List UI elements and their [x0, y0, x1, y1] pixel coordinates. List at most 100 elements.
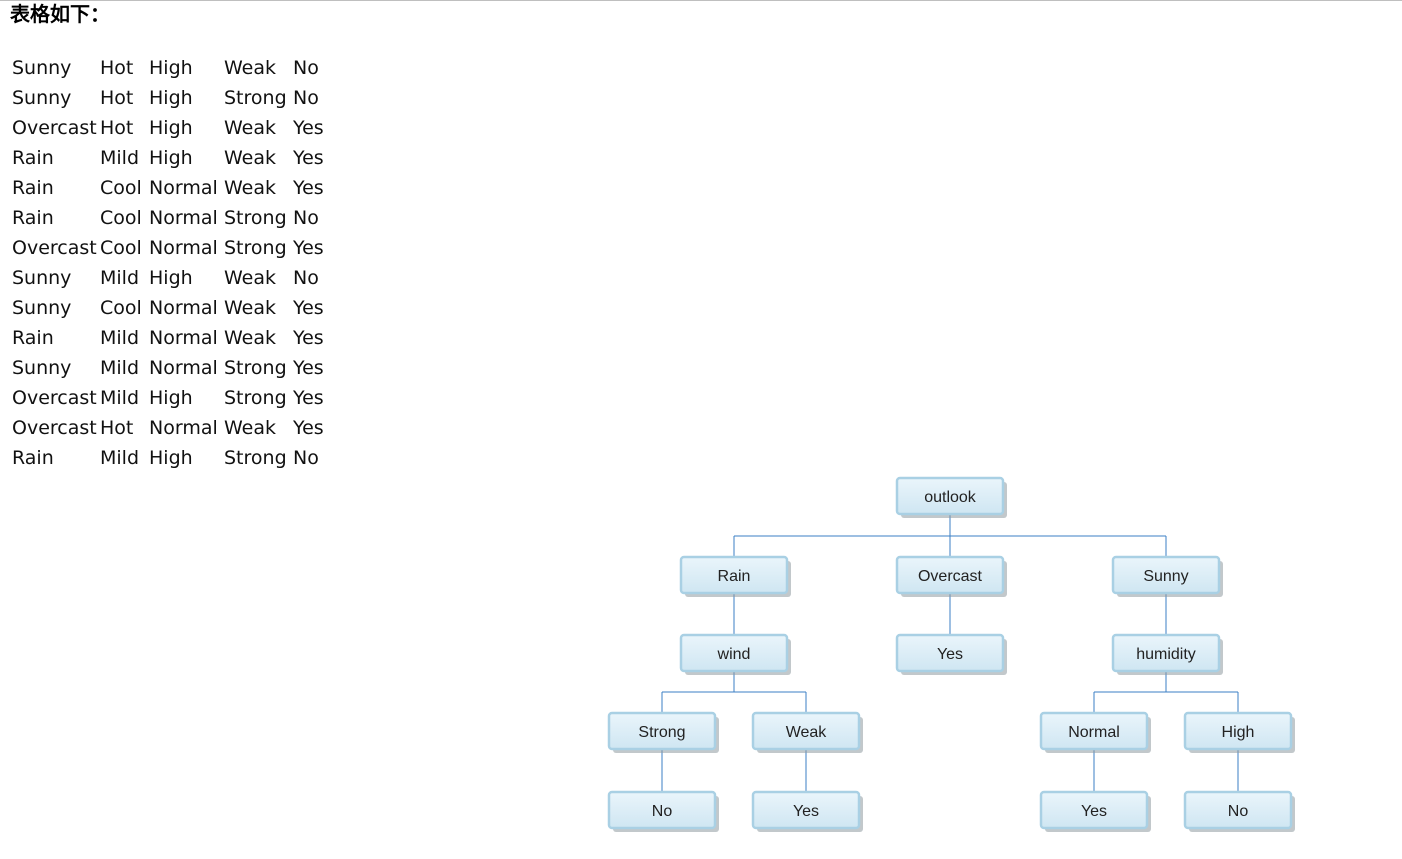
tree-node-box [1039, 790, 1149, 830]
table-cell: Weak [224, 147, 277, 169]
table-cell: No [293, 87, 319, 109]
table-cell: High [149, 387, 193, 409]
table-cell: No [293, 267, 319, 289]
table-cell: Yes [293, 387, 324, 409]
tree-node-box [895, 555, 1005, 595]
table-cell: Yes [293, 177, 324, 199]
table-cell: Sunny [12, 357, 72, 379]
tree-node: humidity [1111, 633, 1223, 675]
tree-node: Yes [751, 790, 863, 832]
table-cell: Sunny [12, 267, 72, 289]
tree-node-box [751, 711, 861, 751]
tree-edges [661, 514, 1239, 792]
table-cell: Overcast [12, 117, 97, 139]
tree-node: Overcast [895, 555, 1007, 597]
tree-node: High [1183, 711, 1295, 753]
table-cell: Yes [293, 147, 324, 169]
table-cell: Weak [224, 327, 277, 349]
table-cell: Yes [293, 237, 324, 259]
table-cell: High [149, 57, 193, 79]
tree-node-label: No [1228, 803, 1249, 820]
tree-node-label: Strong [638, 724, 685, 741]
tree-node-box [1039, 711, 1149, 751]
tree-node-label: outlook [924, 489, 977, 506]
table-cell: Mild [100, 147, 140, 169]
table-cell: Yes [293, 117, 324, 139]
table-cell: Cool [100, 207, 142, 229]
top-divider [0, 0, 1402, 1]
table-cell: Normal [149, 207, 218, 229]
table-cell: Strong [224, 447, 287, 469]
table-cell: High [149, 147, 193, 169]
table-cell: No [293, 57, 319, 79]
tree-node: No [1183, 790, 1295, 832]
table-cell: Strong [224, 87, 287, 109]
table-cell: Strong [224, 207, 287, 229]
table-cell: Hot [100, 87, 134, 109]
tree-node-label: wind [717, 646, 751, 663]
tree-node-label: High [1222, 724, 1255, 741]
table-cell: Yes [293, 357, 324, 379]
tree-node: Strong [607, 711, 719, 753]
table-cell: Yes [293, 417, 324, 439]
tree-node-box [895, 476, 1005, 516]
tree-node-label: humidity [1136, 646, 1196, 663]
tree-node-box [751, 790, 861, 830]
tree-node: Yes [1039, 790, 1151, 832]
table-cell: Weak [224, 177, 277, 199]
table-cell: Normal [149, 297, 218, 319]
tree-node: Yes [895, 633, 1007, 675]
tree-node-box [679, 555, 789, 595]
table-cell: High [149, 267, 193, 289]
table-cell: Weak [224, 417, 277, 439]
table-cell: Hot [100, 57, 134, 79]
tree-node-label: Yes [1081, 803, 1107, 820]
table-cell: Sunny [12, 57, 72, 79]
table-cell: Rain [12, 177, 54, 199]
table-cell: Normal [149, 357, 218, 379]
tree-node-label: Weak [786, 724, 828, 741]
table-cell: Cool [100, 237, 142, 259]
table-cell: Hot [100, 117, 134, 139]
tree-node-label: Yes [937, 646, 963, 663]
tree-node-label: Overcast [918, 568, 983, 585]
tree-node-label: No [652, 803, 673, 820]
table-cell: Normal [149, 237, 218, 259]
table-cell: Rain [12, 327, 54, 349]
tree-node-box [1111, 633, 1221, 673]
table-cell: Strong [224, 357, 287, 379]
table-cell: Mild [100, 447, 140, 469]
table-cell: Rain [12, 447, 54, 469]
tree-node-box [679, 633, 789, 673]
table-cell: Rain [12, 207, 54, 229]
table-cell: Overcast [12, 387, 97, 409]
table-cell: Strong [224, 237, 287, 259]
table-cell: Normal [149, 327, 218, 349]
tree-node-label: Normal [1068, 724, 1120, 741]
tree-node-label: Rain [718, 568, 751, 585]
table-cell: Yes [293, 297, 324, 319]
table-cell: High [149, 447, 193, 469]
table-cell: Weak [224, 117, 277, 139]
tree-node: Normal [1039, 711, 1151, 753]
table-cell: Weak [224, 267, 277, 289]
tree-nodes: outlookRainwindStrongNoWeakYesOvercastYe… [607, 476, 1295, 832]
table-cell: Yes [293, 327, 324, 349]
tree-node-box [1111, 555, 1221, 595]
tree-node: No [607, 790, 719, 832]
table-cell: Mild [100, 327, 140, 349]
tree-node-box [1183, 711, 1293, 751]
table-cell: Cool [100, 297, 142, 319]
